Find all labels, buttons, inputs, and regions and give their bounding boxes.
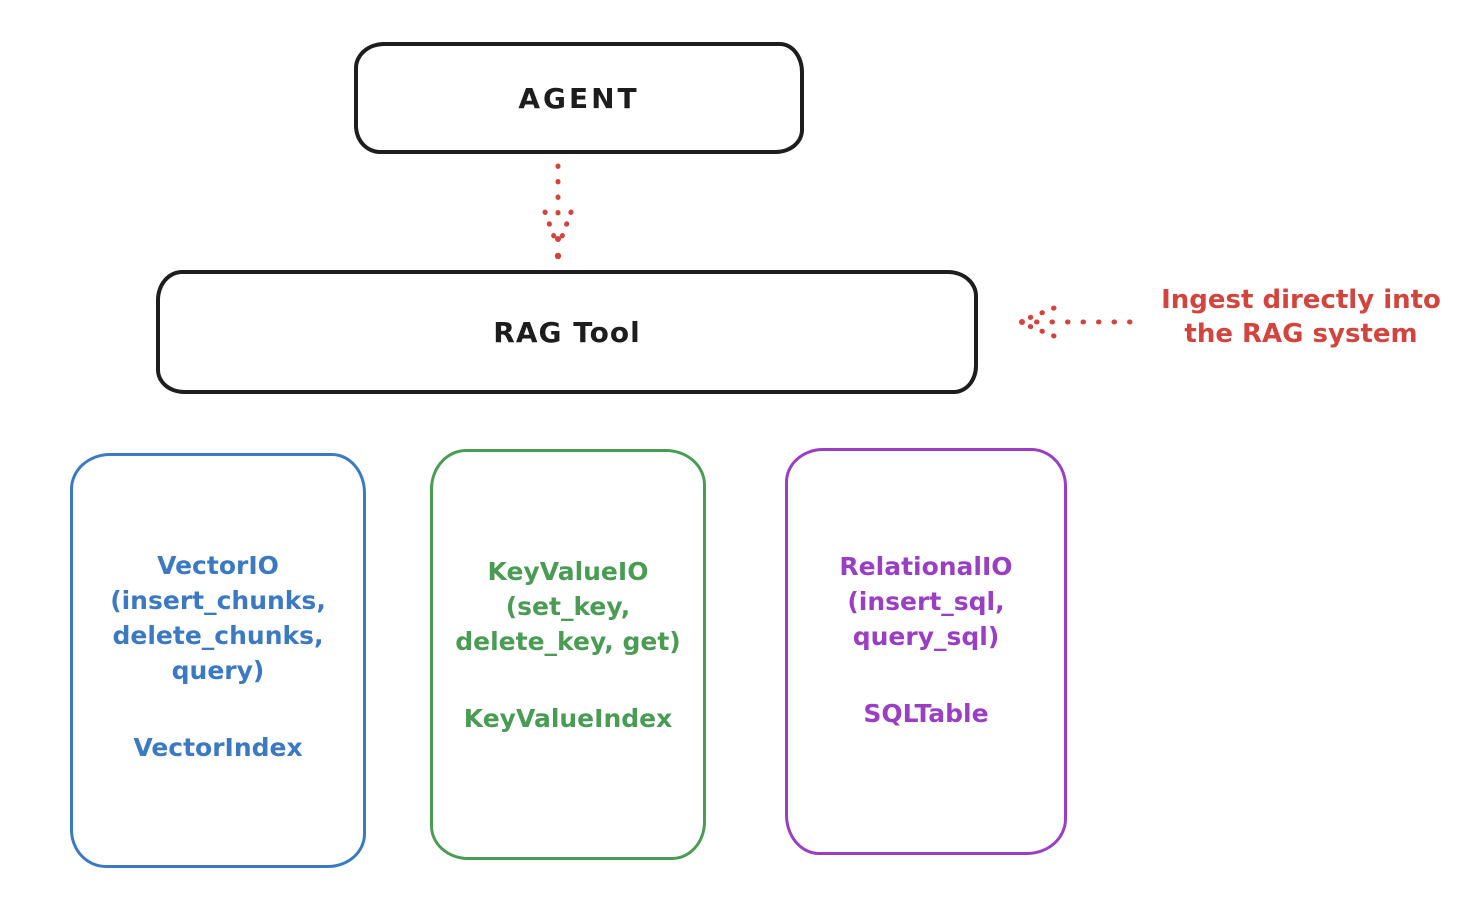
keyvalue-io-store-node: KeyValueIO (set_key, delete_key, get) Ke… <box>430 449 706 860</box>
vector-io-store-node: VectorIO (insert_chunks, delete_chunks, … <box>70 453 366 868</box>
store-text-line: (insert_chunks, <box>110 586 326 615</box>
store-text-line: KeyValueIO <box>487 557 649 586</box>
dotted-left-arrow-icon <box>1019 305 1133 339</box>
ingest-annotation-line2: the RAG system <box>1184 319 1418 349</box>
store-text-line: (insert_sql, <box>847 587 1005 616</box>
store-text-line: query) <box>171 656 265 685</box>
vector-index-label: VectorIndex <box>133 733 303 762</box>
sql-table-label: SQLTable <box>863 699 989 728</box>
store-text-line: delete_chunks, <box>112 621 324 650</box>
agent-label: AGENT <box>518 81 640 115</box>
vector-io-methods: VectorIO (insert_chunks, delete_chunks, … <box>110 548 326 688</box>
ingest-annotation-line1: Ingest directly into <box>1161 285 1441 315</box>
store-text-line: VectorIO <box>157 551 279 580</box>
store-text-line: query_sql) <box>852 622 1000 651</box>
rag-tool-label: RAG Tool <box>493 315 641 349</box>
relational-io-methods: RelationalIO (insert_sql, query_sql) <box>839 549 1012 654</box>
ingest-annotation: Ingest directly into the RAG system <box>1126 283 1476 351</box>
store-text-line: RelationalIO <box>839 552 1013 581</box>
rag-tool-node: RAG Tool <box>156 270 978 394</box>
keyvalue-io-methods: KeyValueIO (set_key, delete_key, get) <box>455 554 680 659</box>
relational-io-store-node: RelationalIO (insert_sql, query_sql) SQL… <box>785 448 1067 855</box>
store-text-line: (set_key, <box>505 592 631 621</box>
keyvalue-index-label: KeyValueIndex <box>463 704 673 733</box>
store-text-line: delete_key, get) <box>455 627 681 656</box>
agent-node: AGENT <box>354 42 804 154</box>
dotted-down-arrow-icon <box>542 163 574 260</box>
